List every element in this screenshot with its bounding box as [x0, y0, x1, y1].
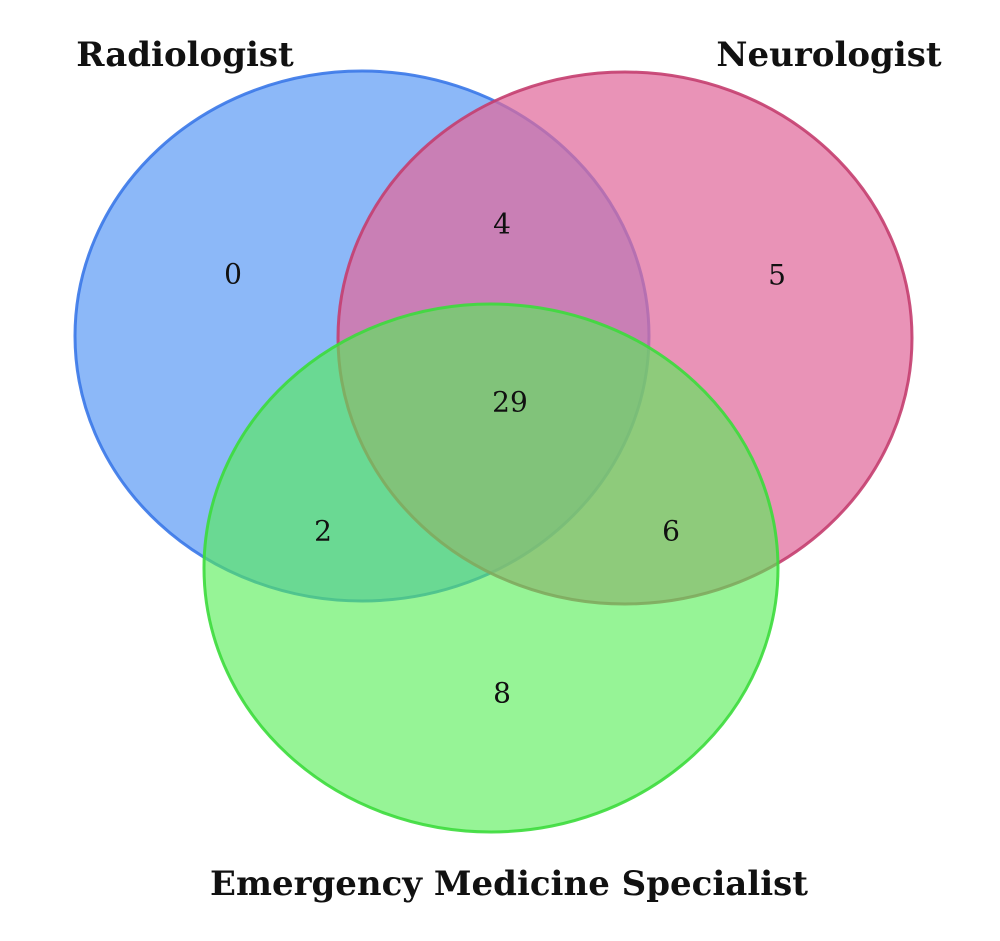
count-radiologist-emergency: 2	[314, 515, 332, 548]
count-radiologist-neurologist: 4	[493, 208, 511, 241]
count-radiologist-only: 0	[224, 258, 242, 291]
circle-emergency	[202, 302, 780, 834]
label-neurologist: Neurologist	[716, 35, 941, 75]
count-neurologist-only: 5	[768, 259, 786, 292]
count-emergency-only: 8	[493, 677, 511, 710]
count-neurologist-emergency: 6	[662, 515, 680, 548]
label-emergency: Emergency Medicine Specialist	[210, 864, 808, 904]
label-radiologist: Radiologist	[76, 35, 294, 75]
count-all-three: 29	[492, 386, 528, 419]
